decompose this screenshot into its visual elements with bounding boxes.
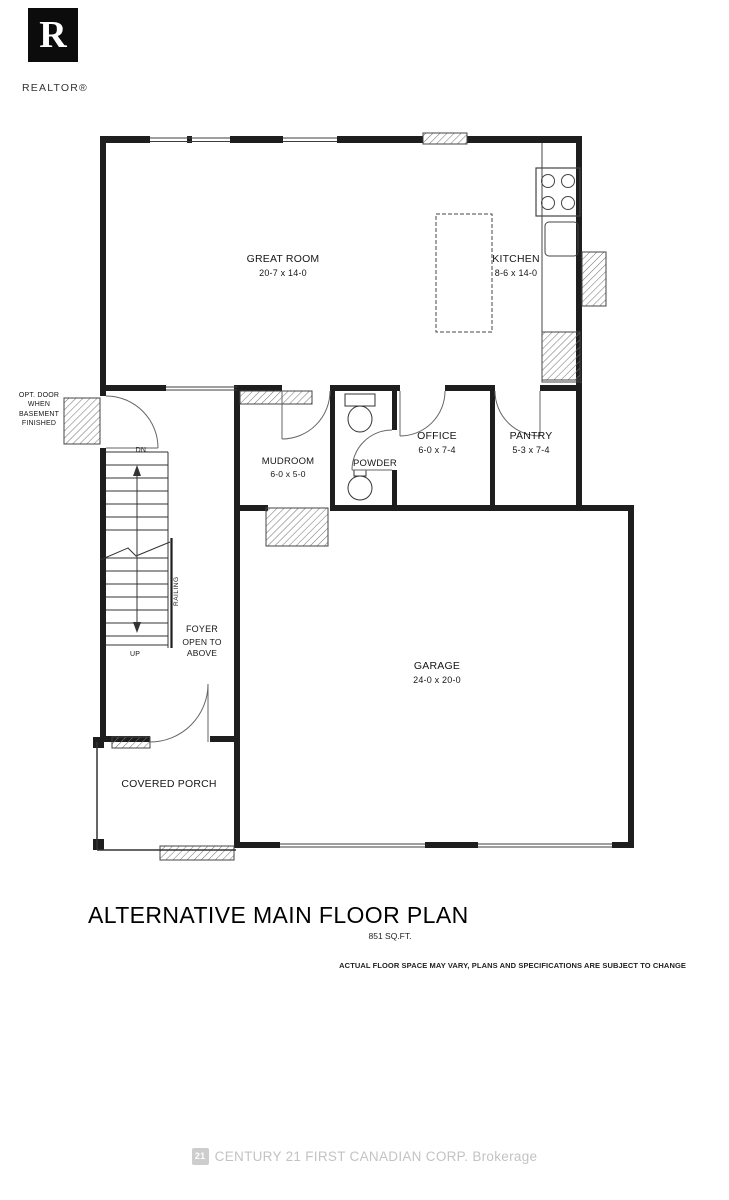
up-label: UP (129, 651, 141, 658)
realtor-logo-letter: R (39, 14, 67, 56)
realtor-logo-icon: R (28, 8, 78, 62)
front-door-swing (149, 683, 209, 743)
hatched-steps (63, 132, 607, 861)
room-name: OFFICE (417, 430, 457, 442)
room-name: PANTRY (509, 430, 553, 442)
plan-disclaimer: ACTUAL FLOOR SPACE MAY VARY, PLANS AND S… (339, 961, 686, 970)
room-dims: 5-3 x 7-4 (512, 444, 550, 455)
plan-title: ALTERNATIVE MAIN FLOOR PLAN (88, 902, 469, 928)
brokerage-watermark-text: CENTURY 21 FIRST CANADIAN CORP. Brokerag… (214, 1149, 538, 1164)
covered-porch-label: COVERED PORCH (119, 778, 219, 792)
door-swings (105, 390, 541, 743)
powder-fixtures (344, 393, 376, 501)
foyer-label: FOYER OPEN TO ABOVE (176, 624, 228, 659)
opt-door-swing (105, 395, 159, 449)
toilet-bowl (347, 405, 373, 433)
mudroom-door-swing (281, 390, 331, 440)
kitchen-label: KITCHEN 8-6 x 14-0 (456, 253, 576, 279)
powder-label: POWDER (335, 458, 415, 470)
down-label: DN. (135, 447, 149, 454)
realtor-wordmark: REALTOR® (22, 82, 88, 94)
railing-label: RAILING (173, 576, 180, 606)
office-label: OFFICE 6-0 x 7-4 (387, 430, 487, 456)
room-name: POWDER (353, 458, 397, 469)
opt-door-note: OPT. DOOR WHEN BASEMENT FINISHED (18, 392, 60, 428)
powder-door-swing (351, 429, 393, 471)
stairs (99, 451, 171, 648)
toilet-tank (344, 393, 376, 407)
garage-label: GARAGE 24-0 x 20-0 (357, 660, 517, 686)
room-sub: OPEN TO ABOVE (182, 636, 222, 658)
walls (93, 136, 634, 850)
brokerage-watermark: 21 CENTURY 21 FIRST CANADIAN CORP. Broke… (0, 1148, 729, 1165)
century21-logo-icon: 21 (191, 1148, 209, 1165)
room-name: COVERED PORCH (121, 778, 217, 790)
plan-area: 851 SQ.FT. (368, 931, 412, 941)
room-name: FOYER (185, 624, 218, 634)
kitchen-island (435, 213, 493, 333)
room-dims: 6-0 x 5-0 (270, 469, 306, 480)
room-dims: 20-7 x 14-0 (259, 267, 307, 278)
office-door-swing (399, 390, 446, 437)
pantry-door-swing (494, 390, 541, 437)
stair-arrows (133, 465, 141, 633)
stair-break-line (99, 541, 171, 561)
sink-basin (347, 475, 373, 501)
pantry-label: PANTRY 5-3 x 7-4 (481, 430, 581, 456)
mudroom-label: MUDROOM 6-0 x 5-0 (240, 456, 336, 480)
room-name: KITCHEN (492, 253, 540, 265)
room-dims: 8-6 x 14-0 (494, 267, 538, 278)
room-name: GARAGE (413, 660, 461, 672)
room-dims: 6-0 x 7-4 (418, 444, 456, 455)
porch-outline (96, 742, 236, 851)
great-room-label: GREAT ROOM 20-7 x 14-0 (203, 253, 363, 279)
room-name: MUDROOM (261, 456, 315, 467)
room-dims: 24-0 x 20-0 (413, 674, 461, 685)
room-name: GREAT ROOM (246, 253, 320, 265)
sink-tap (353, 469, 367, 477)
window-lines (150, 137, 612, 848)
kitchen-fixtures (435, 143, 582, 383)
